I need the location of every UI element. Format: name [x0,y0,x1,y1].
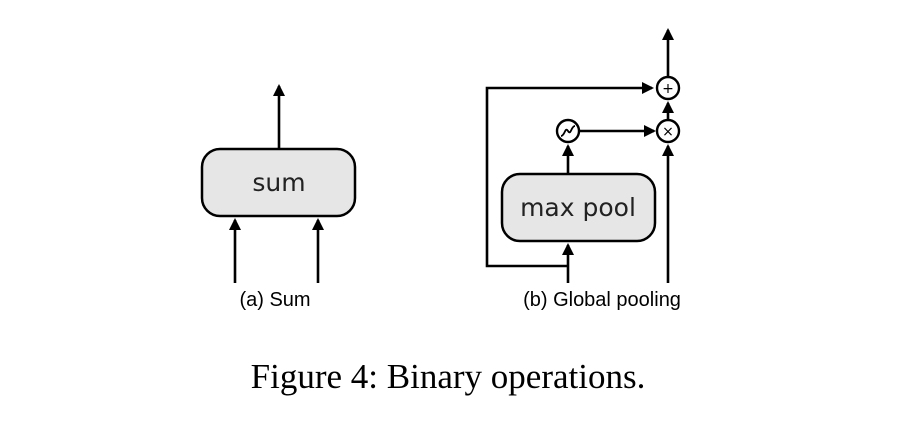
sum-box-label: sum [252,168,305,197]
panel-b-global-pooling: max pool × + (b) Global pooling [485,28,681,311]
max-pool-box-label: max pool [520,193,636,222]
add-symbol: + [662,81,674,97]
panel-b-caption: (b) Global pooling [523,289,681,311]
panel-a-caption: (a) Sum [239,289,310,311]
panel-a-sum: sum (a) Sum [200,84,357,311]
figure-caption: Figure 4: Binary operations. [251,357,646,396]
multiply-symbol: × [662,124,674,140]
skip-connection-arrow [485,82,654,268]
max-pool-box [500,172,657,243]
sigmoid-curve-glyph [560,125,576,137]
